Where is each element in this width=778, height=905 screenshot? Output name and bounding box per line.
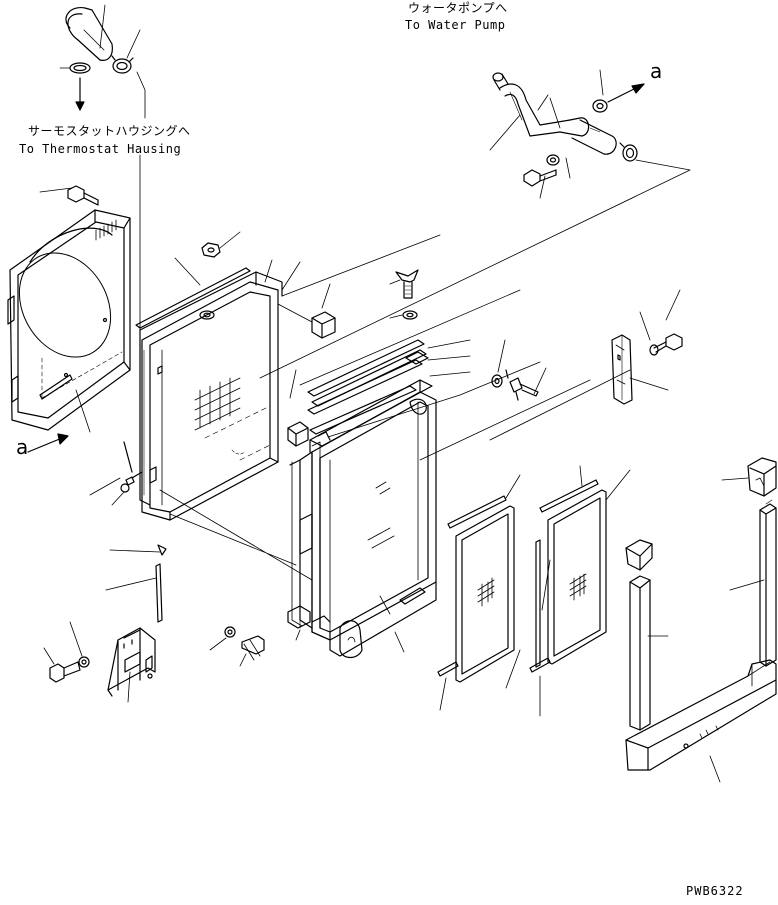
pin-left <box>120 441 143 493</box>
reference-a-right: a <box>650 59 663 83</box>
seal-strip-1 <box>307 339 427 407</box>
arrow-a-left-head <box>57 433 69 445</box>
radiator-cap-washer <box>201 242 221 258</box>
water-hose-2 <box>571 119 617 155</box>
foam-corner-left <box>625 539 653 571</box>
bracket-top-right <box>611 334 633 405</box>
rod <box>155 544 167 623</box>
screen-panel-1 <box>437 495 515 683</box>
washer-center <box>402 310 418 320</box>
arrow-a-left-shaft <box>27 437 63 453</box>
water-pump-label-jp: ウォータポンプへ <box>408 1 508 15</box>
side-pad <box>287 421 309 447</box>
bolt-pump <box>523 154 560 187</box>
water-pump-label-en: To Water Pump <box>405 18 506 32</box>
wing-bolt-right <box>505 369 539 401</box>
thermostat-label-jp: サーモスタットハウジングへ <box>28 124 191 138</box>
foam-seal-bottom <box>625 659 777 771</box>
arrow-thermostat-head <box>75 101 85 111</box>
bolt-lower-mid <box>224 626 265 661</box>
reference-a-left: a <box>16 435 29 459</box>
bolt-top-right <box>649 333 683 356</box>
foam-seal-top-corner <box>747 457 777 497</box>
seal-strip-3 <box>309 385 417 441</box>
main-radiator <box>287 379 437 659</box>
hose-clamp-top <box>111 55 134 74</box>
foam-seal-vertical-left <box>629 575 651 731</box>
drawing-code: PWB6322 <box>686 884 744 898</box>
water-pump-hose <box>492 72 590 137</box>
washer-right <box>491 374 503 388</box>
thermostat-label-en: To Thermostat Hausing <box>19 142 182 156</box>
lower-bracket <box>107 627 156 697</box>
wing-bolt-top <box>395 269 419 299</box>
bolt-lower-left <box>49 656 90 683</box>
foam-seal-vertical-right <box>759 499 777 667</box>
shroud-bolt <box>67 185 99 206</box>
arrow-a-head <box>631 83 645 94</box>
screen-panel-2 <box>529 479 607 673</box>
clamp-ring <box>69 62 91 74</box>
radiator-frame <box>135 267 283 521</box>
seal-strip-2 <box>307 351 429 415</box>
fan-shroud <box>7 209 131 431</box>
washer-top-right <box>592 99 608 113</box>
sponge-block <box>311 311 336 339</box>
hose-clamp-right <box>619 142 638 162</box>
thermostat-hose <box>65 6 113 61</box>
